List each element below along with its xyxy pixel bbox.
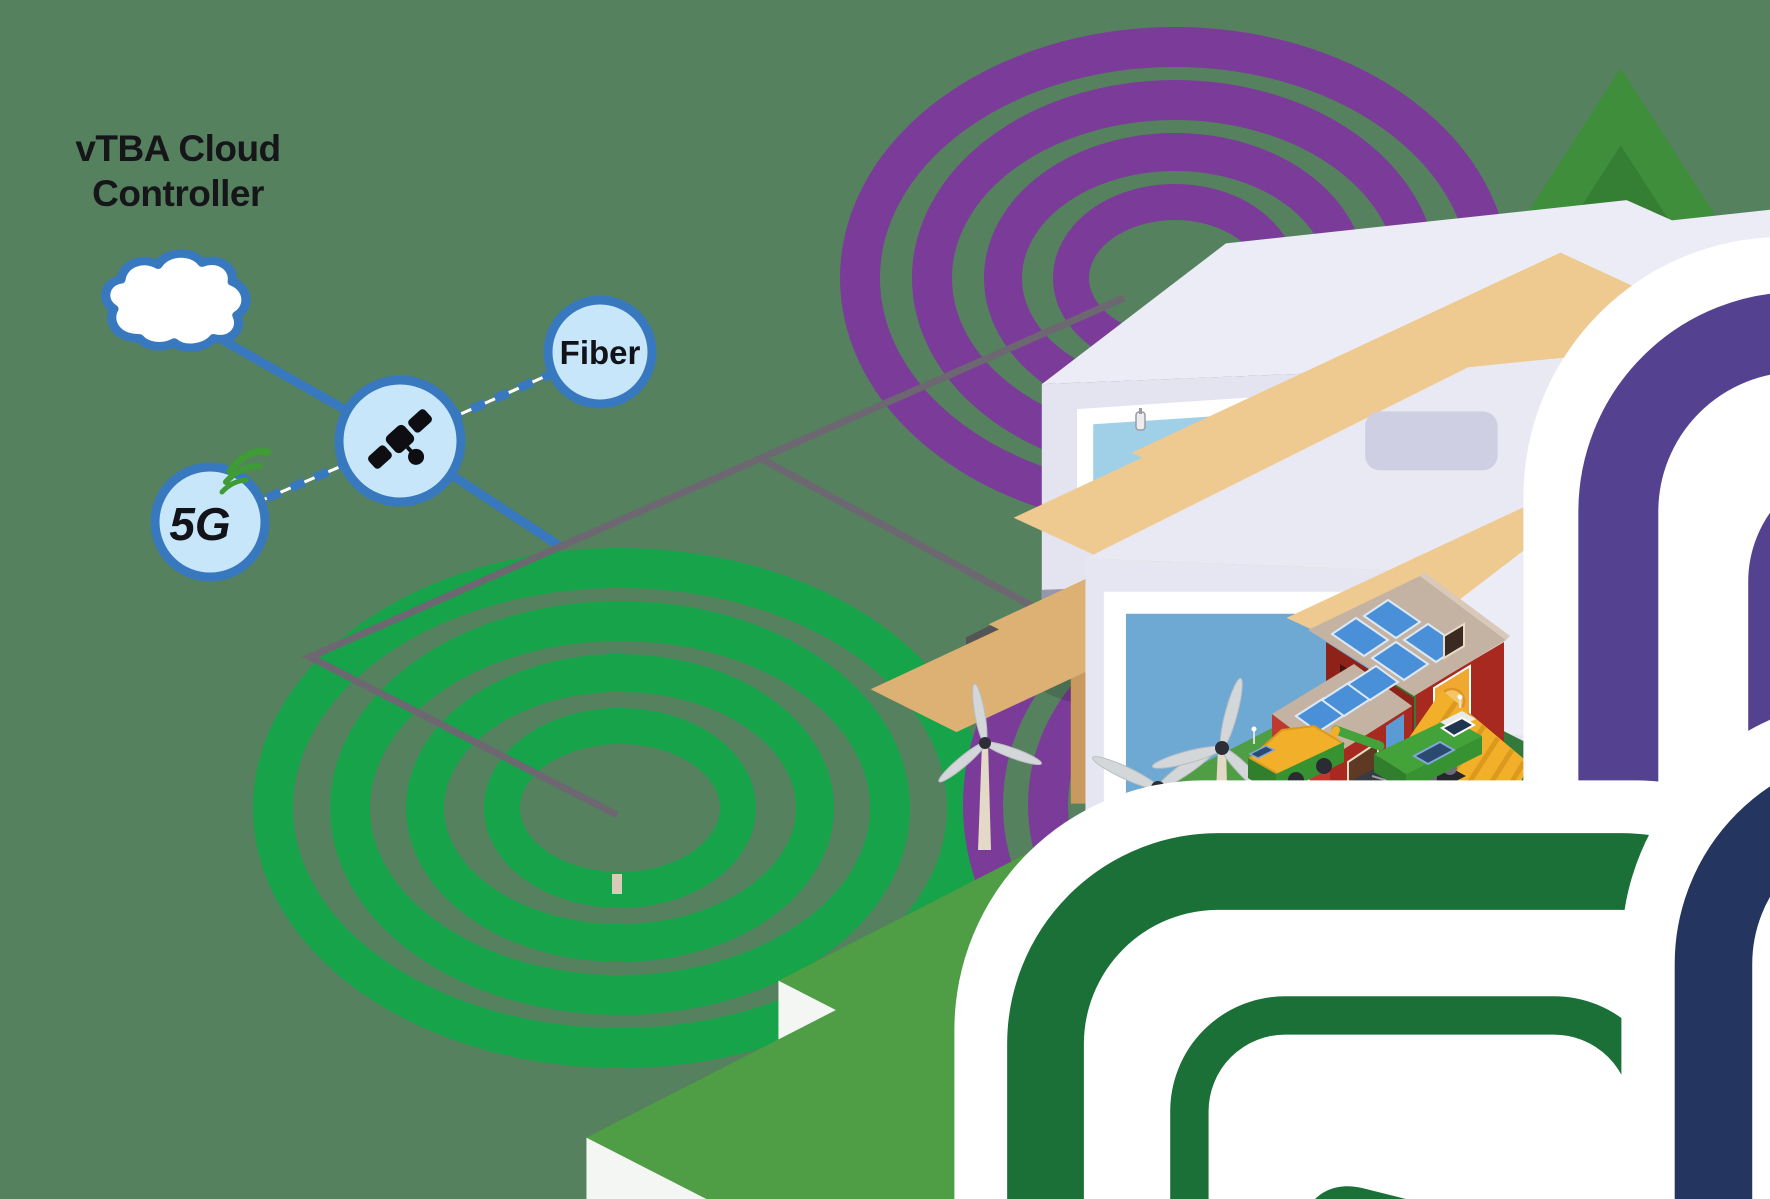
title-line-1: vTBA Cloud: [75, 128, 281, 169]
solar-panels: [1294, 664, 1400, 734]
backhaul-line-neighborhood: [301, 294, 1126, 819]
cloud-icon: [101, 249, 251, 352]
5g-label: 5G: [169, 498, 230, 550]
5g-node: 5G: [150, 447, 272, 582]
wind-turbine: [938, 683, 1042, 850]
coverage-ring: [330, 601, 910, 1015]
page-title: vTBA Cloud Controller: [42, 126, 314, 216]
title-line-2: Controller: [92, 173, 264, 215]
wind-turbine: [1151, 677, 1274, 858]
fiber-node: Fiber: [543, 295, 657, 409]
satellite-node: [334, 375, 466, 507]
gas-bottle: [1135, 408, 1146, 431]
5g-signal-arcs: [219, 447, 272, 495]
device-mount-pole: [612, 874, 622, 894]
solar-panels: [1330, 598, 1462, 682]
fiber-label: Fiber: [560, 334, 641, 371]
satellite-icon: [368, 409, 432, 469]
coverage-ring: [406, 654, 834, 962]
campground-zone: [871, 68, 1770, 1199]
neighborhood-zone: [586, 670, 1770, 1199]
